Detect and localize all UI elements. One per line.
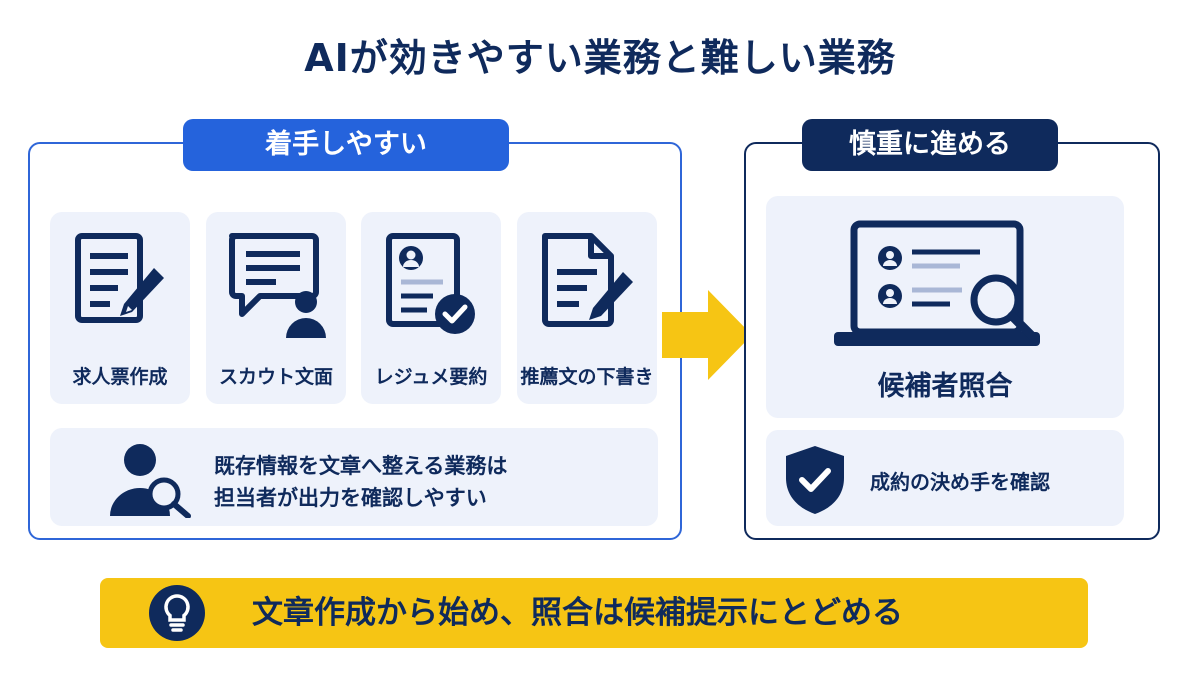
card-label: 求人票作成 (72, 366, 168, 388)
summary-banner: 文章作成から始め、照合は候補提示にとどめる (100, 578, 1088, 648)
person-search-icon (110, 444, 191, 518)
chat-person-icon (229, 233, 326, 338)
card-label: レジュメ要約 (374, 366, 488, 388)
resume-check-icon (386, 233, 475, 334)
task-card-recommendation-draft: 推薦文の下書き (517, 212, 657, 404)
easy-tasks-tag: 着手しやすい (183, 119, 509, 171)
careful-tasks-tag: 慎重に進める (802, 119, 1058, 171)
banner-text: 文章作成から始め、照合は候補提示にとどめる (252, 595, 903, 631)
note-line-2: 担当者が出力を確認しやすい (214, 486, 487, 510)
shield-check-icon (786, 446, 844, 514)
document-pen-icon (542, 233, 633, 327)
lightbulb-icon (149, 585, 205, 641)
card-label: スカウト文面 (218, 366, 333, 388)
card-label: 推薦文の下書き (520, 366, 654, 388)
task-card-candidate-matching: 候補者照合 (766, 196, 1124, 418)
laptop-search-icon (834, 220, 1040, 346)
card-label: 候補者照合 (877, 371, 1013, 402)
easy-tasks-note: 既存情報を文章へ整える業務は 担当者が出力を確認しやすい (50, 428, 658, 526)
page-title: AIが効きやすい業務と難しい業務 (304, 36, 896, 80)
task-card-scout-message: スカウト文面 (206, 212, 346, 404)
document-pen-icon (75, 233, 164, 323)
arrow-right-icon (662, 290, 752, 380)
note-text: 成約の決め手を確認 (870, 470, 1050, 494)
task-card-resume-summary: レジュメ要約 (361, 212, 501, 404)
careful-tasks-note: 成約の決め手を確認 (766, 430, 1124, 526)
note-line-1: 既存情報を文章へ整える業務は (214, 454, 508, 478)
task-card-job-posting: 求人票作成 (50, 212, 190, 404)
